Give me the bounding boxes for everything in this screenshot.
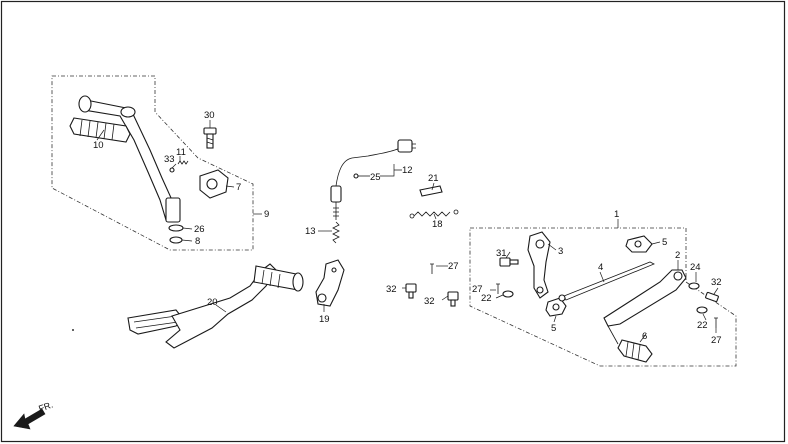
stray-dot: [72, 329, 74, 331]
callout-2: 2: [675, 250, 680, 261]
bolt-30: [203, 127, 217, 149]
washer-24: [688, 282, 700, 290]
callout-22-right: 22: [697, 320, 708, 331]
callout-5-lower: 5: [551, 323, 556, 334]
cotter-pin-27-left: [496, 283, 500, 294]
callout-27-right: 27: [711, 335, 722, 346]
cotter-pin-27-right: [714, 317, 718, 328]
shift-arm-3: [527, 231, 551, 299]
pin-33: [169, 167, 175, 173]
cable-end-25: [353, 173, 370, 179]
spring-11: [177, 160, 189, 165]
callout-22-left: 22: [481, 293, 492, 304]
bolt-32-mid: [447, 291, 459, 307]
callout-31: 31: [496, 248, 507, 259]
gear-shift-group-boundary: [469, 227, 737, 367]
callout-8: 8: [195, 236, 200, 247]
callout-27-left: 27: [472, 284, 483, 295]
washer-22-left: [502, 290, 514, 298]
callout-32-mid: 32: [424, 296, 435, 307]
callout-32-right: 32: [711, 277, 722, 288]
callout-20: 20: [207, 297, 218, 308]
shift-rod-4: [558, 261, 655, 302]
callout-7: 7: [236, 182, 241, 193]
callout-5-upper: 5: [662, 237, 667, 248]
pin-21: [419, 185, 443, 197]
washer-26: [168, 224, 184, 232]
cotter-pin-27-mid: [430, 263, 434, 274]
callout-4: 4: [598, 262, 603, 273]
callout-6: 6: [642, 331, 647, 342]
callout-10: 10: [93, 140, 104, 151]
callout-9: 9: [264, 209, 269, 220]
brake-arm-19: [315, 259, 345, 307]
bolt-31: [499, 257, 519, 267]
callout-25: 25: [370, 172, 381, 183]
front-arrow-icon: [13, 408, 46, 430]
joint-5-upper: [625, 235, 653, 253]
spring-13: [332, 221, 340, 244]
kick-starter-rubber: [69, 117, 131, 143]
callout-27-mid: 27: [448, 261, 459, 272]
callout-3: 3: [558, 246, 563, 257]
kick-starter-group-boundary: [51, 75, 254, 251]
front-direction-indicator: FR.: [13, 400, 54, 430]
shift-rubber-6: [607, 325, 653, 363]
shift-pedal-2: [603, 269, 687, 327]
kick-boss-7: [199, 169, 229, 199]
brake-switch-cable-12: [335, 139, 416, 187]
circlip-8: [169, 236, 183, 244]
callout-11: 11: [176, 147, 186, 158]
callout-labels: 1 2 3 4 5 5 6 7 8 9 10 11 12 13 18 19 20…: [93, 110, 722, 346]
brake-switch-13: [330, 185, 342, 220]
leader-lines: [96, 120, 719, 343]
callout-1: 1: [614, 209, 619, 220]
callout-18: 18: [432, 219, 443, 230]
callout-32-left: 32: [386, 284, 397, 295]
bolt-32-right: [705, 291, 719, 303]
bolt-32-left: [405, 283, 417, 299]
brake-pedal-20: [127, 263, 304, 349]
kick-starter-lever: [78, 95, 181, 223]
callout-30: 30: [204, 110, 215, 121]
callout-21: 21: [428, 173, 439, 184]
callout-19: 19: [319, 314, 330, 325]
front-direction-label: FR.: [37, 400, 54, 414]
return-spring-18: [409, 209, 459, 219]
callout-13: 13: [305, 226, 316, 237]
washer-22-right: [696, 306, 708, 314]
callout-24: 24: [690, 262, 701, 273]
callout-12: 12: [402, 165, 413, 176]
callout-26: 26: [194, 224, 205, 235]
callout-33: 33: [164, 154, 175, 165]
